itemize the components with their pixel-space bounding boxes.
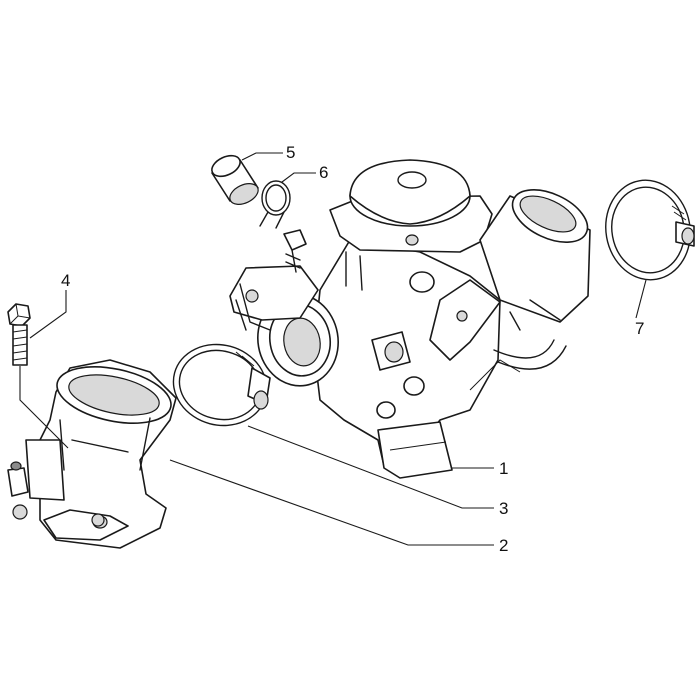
leader-3 [247,425,494,509]
leader-4b [19,366,69,449]
part-7-hose-clamp [605,179,695,281]
part-3-hose-clamp [172,343,271,427]
part-2-intake-manifold [7,359,177,549]
callout-6: 6 [319,163,329,182]
part-1-carburetor [229,159,591,479]
leader-2 [169,459,494,546]
callout-7: 7 [635,319,645,338]
callout-1: 1 [499,459,509,478]
part-6-clip [259,180,291,229]
part-5-sleeve [211,154,259,205]
callout-2: 2 [499,536,509,555]
leader-lines [19,152,647,546]
leader-7 [635,279,647,319]
leader-5 [241,152,283,161]
callout-4: 4 [61,271,71,290]
leader-6 [281,172,316,183]
callout-5: 5 [286,143,296,162]
leader-4 [29,290,67,339]
callout-3: 3 [499,499,509,518]
part-4-bolt [7,303,31,366]
